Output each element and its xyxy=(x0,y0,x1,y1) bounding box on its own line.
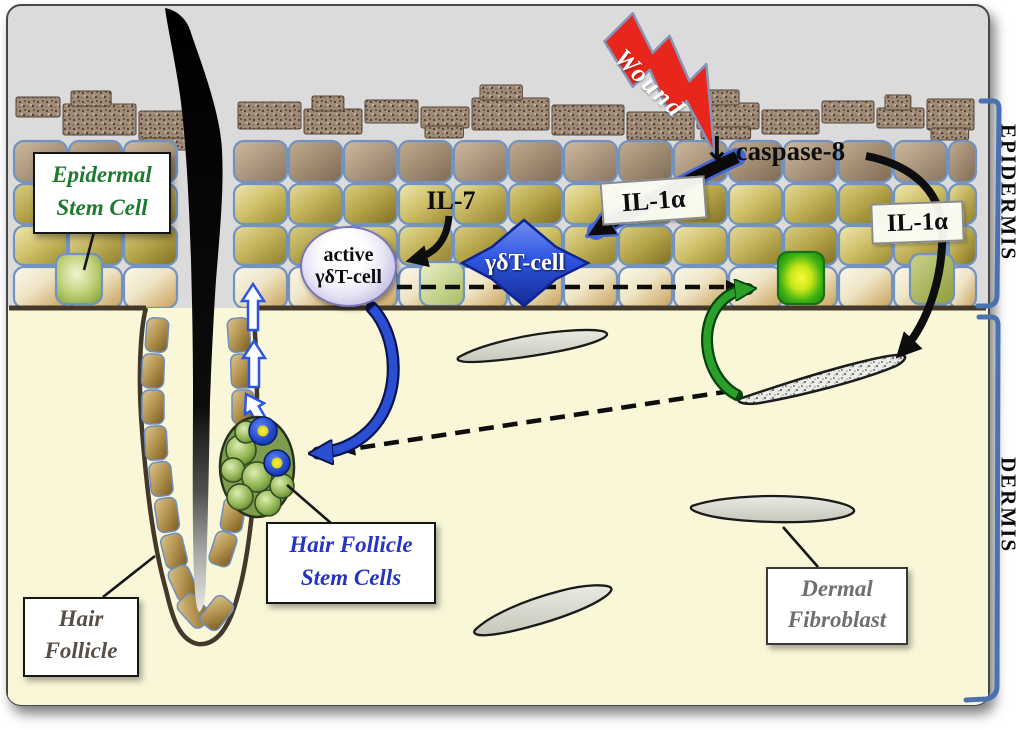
epidermis-cell xyxy=(232,182,289,226)
epidermis-cell xyxy=(397,182,454,226)
epidermis-side-label: EPIDERMIS xyxy=(996,123,1021,262)
corneum-block xyxy=(303,108,363,135)
epidermis-cell xyxy=(617,139,674,184)
corneum-block xyxy=(424,125,464,139)
dermal-line1: Dermal xyxy=(801,576,873,601)
epidermis-cell xyxy=(562,139,619,184)
up-arrow-icon xyxy=(239,281,267,332)
dermal-line2: Fibroblast xyxy=(787,607,887,632)
il1a-mid-label: IL-1α xyxy=(599,175,708,226)
activated-stem-cell-glowing xyxy=(776,250,826,306)
epidermis-cell xyxy=(287,182,344,226)
hair-follicle-line2: Follicle xyxy=(44,638,118,663)
corneum-block xyxy=(311,95,345,112)
hair-follicle-stem-cells-label: Hair Follicle Stem Cells xyxy=(266,522,436,604)
epidermis-cell xyxy=(232,139,289,184)
corneum-block xyxy=(930,127,970,141)
follicle-cell xyxy=(148,460,174,498)
epidermis-cell xyxy=(672,224,729,267)
gdt-cell-diamond xyxy=(459,218,591,308)
fibroblast-2 xyxy=(473,584,613,637)
follicle-cell xyxy=(144,316,170,354)
epidermis-cell xyxy=(837,265,894,310)
caspase8-label: ↓ caspase-8 xyxy=(703,129,846,168)
follicle-cell xyxy=(143,425,169,461)
corneum-block xyxy=(551,104,625,136)
active-gdt-line1: active xyxy=(323,243,374,266)
active-gdt-cell-oval: active γδT-cell xyxy=(300,226,397,307)
hfsc-line1: Hair Follicle xyxy=(289,532,413,557)
pointer-dermal-fibroblast xyxy=(782,526,819,568)
caspase8-text: caspase-8 xyxy=(735,136,846,166)
hair-follicle-stem-cell-cluster xyxy=(218,415,296,519)
corneum-block xyxy=(15,96,61,118)
hair-follicle-label: Hair Follicle xyxy=(23,597,139,677)
follicle-cell xyxy=(153,496,181,534)
gdt-cell-label: γδT-cell xyxy=(484,250,566,276)
epidermis-cell xyxy=(122,265,179,310)
follicle-cell xyxy=(141,389,165,425)
epidermal-stem-cell-label: Epidermal Stem Cell xyxy=(33,152,171,234)
activated-fibroblast xyxy=(737,353,907,406)
epidermis-cell xyxy=(892,139,949,184)
il7-arrow xyxy=(405,215,453,268)
epidermis-bracket xyxy=(975,98,1002,309)
epidermis-cell xyxy=(287,139,344,184)
corneum-block xyxy=(926,98,975,131)
corneum-block xyxy=(420,106,470,129)
corneum-block xyxy=(479,84,523,101)
corneum-block xyxy=(471,97,550,131)
corneum-block xyxy=(761,109,820,135)
follicle-cell xyxy=(199,594,235,632)
fibroblast-1 xyxy=(456,328,609,364)
epidermis-cell xyxy=(782,139,839,184)
up-arrow-icon xyxy=(240,338,268,389)
follicle-cell xyxy=(208,530,238,568)
blue-arrow xyxy=(318,305,398,453)
dermis-bracket xyxy=(963,314,1001,703)
epidermis-cell xyxy=(782,182,839,226)
epidermis-cell xyxy=(452,182,509,226)
pointer-hfsc xyxy=(286,484,333,525)
epidermis-cell xyxy=(507,182,564,226)
corneum-block xyxy=(62,103,137,136)
follicle-cell xyxy=(140,353,166,389)
epidermal-line1: Epidermal xyxy=(52,162,152,187)
epidermis-cell xyxy=(397,139,454,184)
corneum-block xyxy=(364,99,419,124)
corneum-block xyxy=(821,100,875,124)
corneum-block xyxy=(884,94,912,111)
epidermis-cell xyxy=(452,139,509,184)
hfsc-line2: Stem Cells xyxy=(300,565,402,590)
epidermis-cell xyxy=(342,139,399,184)
pointer-hair-follicle xyxy=(102,554,156,599)
hair-follicle-line1: Hair xyxy=(58,606,104,631)
corneum-block xyxy=(70,90,112,107)
corneum-block xyxy=(876,107,925,129)
wound-bolt-icon xyxy=(603,11,717,156)
epidermal-stem-cell xyxy=(54,252,104,306)
epidermis-cell xyxy=(947,139,978,184)
epidermis-cell xyxy=(232,224,289,267)
epidermal-line2: Stem Cell xyxy=(56,195,148,220)
epidermis-cell xyxy=(727,182,784,226)
dermis-side-label: DERMIS xyxy=(996,456,1021,553)
hair-shaft xyxy=(165,8,223,612)
epidermis-cell xyxy=(342,182,399,226)
il1a-right-label: IL-1α xyxy=(870,200,965,245)
down-arrow-icon: ↓ xyxy=(703,129,731,168)
active-gdt-line2: γδT-cell xyxy=(315,265,382,288)
dermal-fibroblast-label: Dermal Fibroblast xyxy=(766,567,908,645)
green-arrow xyxy=(703,289,748,399)
dashed-arrow-to-stem-cells xyxy=(340,388,732,456)
dermal-fibroblast xyxy=(689,494,856,524)
epidermis-cell xyxy=(727,224,784,267)
corneum-block xyxy=(237,101,302,130)
il7-label: IL-7 xyxy=(426,186,476,215)
epidermis-cell xyxy=(617,224,674,267)
epidermis-cell xyxy=(507,139,564,184)
follicle-cell xyxy=(226,316,252,354)
